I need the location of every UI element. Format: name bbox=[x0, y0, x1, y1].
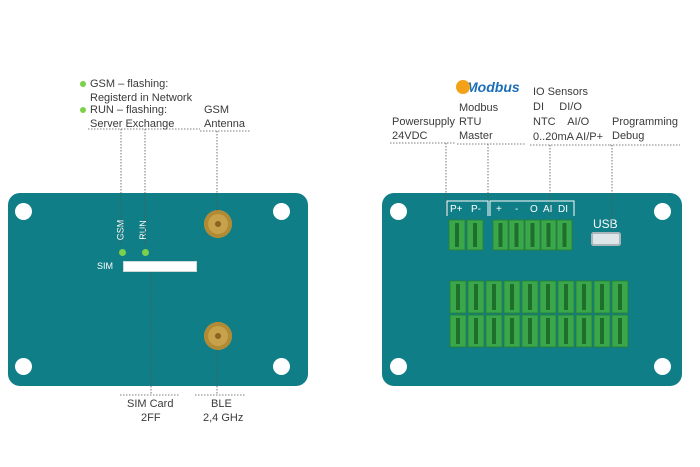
left-board-mount-hole bbox=[273, 203, 290, 220]
pin-label-ai: AI bbox=[543, 204, 553, 215]
io-sensors-label-1: IO Sensors bbox=[533, 86, 589, 98]
run-status-label-2: Server Exchange bbox=[90, 118, 175, 130]
io-sensors-label-4: 0..20mA AI/P+ bbox=[533, 131, 604, 143]
terminal-blocks bbox=[448, 219, 629, 348]
left-board bbox=[8, 193, 308, 386]
power-terminal-pin-screw bbox=[455, 223, 459, 247]
right-board-mount-hole bbox=[654, 358, 671, 375]
ble-antenna-connector bbox=[204, 322, 232, 350]
power-bracket bbox=[446, 200, 489, 216]
sim-card-label-1: SIM Card bbox=[127, 398, 174, 410]
expansion-terminal-pin-screw bbox=[564, 284, 568, 310]
pin-label-p-minus: P- bbox=[471, 204, 481, 215]
gsm-antenna-connector bbox=[204, 210, 232, 238]
right-board-mount-hole bbox=[390, 203, 407, 220]
expansion-terminal-pin-screw bbox=[528, 284, 532, 310]
expansion-terminal-pin-screw bbox=[474, 284, 478, 310]
run-status-bullet bbox=[80, 107, 86, 113]
expansion-terminal-pin-screw bbox=[564, 318, 568, 344]
gsm-status-label-1: GSM – flashing: bbox=[90, 78, 169, 90]
modbus-logo: Modbus bbox=[466, 79, 520, 95]
gsm-antenna-label-2: Antenna bbox=[204, 118, 245, 130]
gsm-antenna-label-1: GSM bbox=[204, 104, 230, 116]
powersupply-label-1: Powersupply bbox=[392, 116, 455, 128]
powersupply-label-2: 24VDC bbox=[392, 130, 428, 142]
expansion-terminal-pin-screw bbox=[492, 284, 496, 310]
pin-group-brackets bbox=[446, 200, 575, 216]
pin-label-p-plus: P+ bbox=[450, 204, 463, 215]
expansion-terminal-pin-screw bbox=[582, 318, 586, 344]
expansion-terminal-pin-screw bbox=[546, 284, 550, 310]
gsm-status-label-2: Registerd in Network bbox=[90, 92, 193, 104]
io-terminal-pin-screw bbox=[562, 223, 567, 247]
expansion-terminal-pin-screw bbox=[618, 284, 622, 310]
left-board-mount-hole bbox=[273, 358, 290, 375]
expansion-terminal-pin-screw bbox=[492, 318, 496, 344]
io-bracket bbox=[489, 200, 575, 216]
gsm-led bbox=[119, 249, 126, 256]
io-terminal-pin-screw bbox=[514, 223, 519, 247]
ble-label-1: BLE bbox=[211, 398, 232, 410]
ble-label-2: 2,4 GHz bbox=[203, 412, 244, 424]
sim-card-slot bbox=[123, 261, 197, 272]
expansion-terminal-pin-screw bbox=[546, 318, 550, 344]
expansion-terminal-pin-screw bbox=[456, 284, 460, 310]
gsm-status-bullet bbox=[80, 81, 86, 87]
modbus-rtu-label-2: RTU bbox=[459, 116, 482, 128]
io-sensors-label-3: NTC AI/O bbox=[533, 116, 590, 128]
pin-label-plus: + bbox=[496, 204, 502, 215]
io-terminal-pin-screw bbox=[546, 223, 551, 247]
pin-label-minus: - bbox=[515, 204, 519, 215]
right-board-mount-hole bbox=[654, 203, 671, 220]
expansion-terminal-pin-screw bbox=[600, 318, 604, 344]
io-sensors-label-2: DI DI/O bbox=[533, 101, 582, 113]
sim-card-label-2: 2FF bbox=[141, 412, 161, 424]
modbus-logo-sun-icon bbox=[456, 80, 470, 94]
programming-label-1: Programming bbox=[612, 116, 679, 128]
leader-lines bbox=[88, 128, 680, 396]
modbus-rtu-label-3: Master bbox=[459, 130, 493, 142]
expansion-terminal-pin-screw bbox=[510, 284, 514, 310]
io-terminal-pin-screw bbox=[498, 223, 503, 247]
run-led bbox=[142, 249, 149, 256]
left-board-mount-hole bbox=[15, 358, 32, 375]
expansion-terminal-pin-screw bbox=[474, 318, 478, 344]
expansion-terminal-pin-screw bbox=[510, 318, 514, 344]
expansion-terminal-pin-screw bbox=[528, 318, 532, 344]
modbus-rtu-label-1: Modbus bbox=[459, 102, 499, 114]
pin-label-gnd: O bbox=[530, 204, 538, 215]
programming-label-2: Debug bbox=[612, 130, 645, 142]
pin-label-di: DI bbox=[558, 204, 568, 215]
io-terminal-pin-screw bbox=[530, 223, 535, 247]
right-board-mount-hole bbox=[390, 358, 407, 375]
usb-port bbox=[591, 232, 621, 246]
usb-label: USB bbox=[593, 217, 618, 231]
left-board-mount-hole bbox=[15, 203, 32, 220]
expansion-terminal-pin-screw bbox=[456, 318, 460, 344]
run-status-label-1: RUN – flashing: bbox=[90, 104, 168, 116]
power-terminal-pin-screw bbox=[473, 223, 477, 247]
expansion-terminal-pin-screw bbox=[582, 284, 586, 310]
expansion-terminal-pin-screw bbox=[600, 284, 604, 310]
sim-slot-label: SIM bbox=[97, 261, 114, 271]
expansion-terminal-pin-screw bbox=[618, 318, 622, 344]
